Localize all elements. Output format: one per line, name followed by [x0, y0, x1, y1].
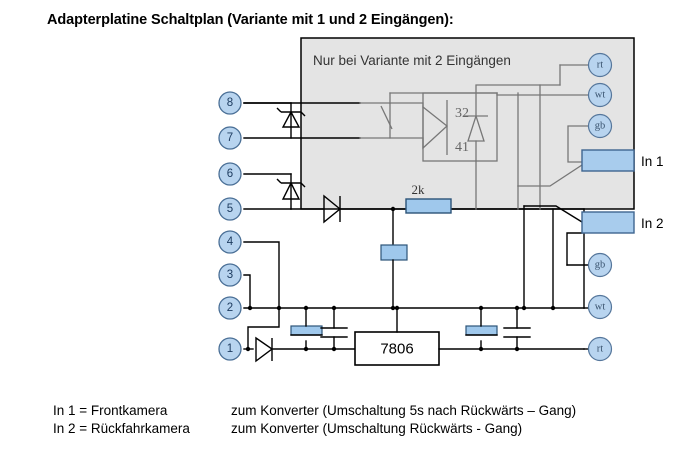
opto-pin-41-label: 41 [455, 140, 469, 155]
junction-dot [303, 346, 309, 352]
zener-diode-2-body [281, 181, 301, 200]
resistor-2k-label: 2k [412, 182, 426, 197]
two-input-variant-region [300, 37, 635, 210]
wire-terminal-gb-in2-label: gb [595, 260, 606, 271]
switch-blade [380, 105, 393, 130]
page-title: Adapterplatine Schaltplan (Variante mit … [47, 12, 454, 28]
wire-gb-in2-feed [566, 232, 589, 266]
resistor-2k [405, 198, 452, 214]
junction-dot [478, 305, 484, 311]
wire-terminal-rt-in2-label: rt [597, 344, 603, 355]
wire-terminal-wt-in1-label: wt [595, 90, 606, 101]
regulator-7806-label: 7806 [380, 341, 413, 358]
legend-in2-key: In 2 = Rückfahrkamera [53, 421, 190, 436]
input-pin-2[interactable]: 2 [218, 296, 242, 320]
wire-terminal-wt-in2[interactable]: wt [587, 294, 613, 320]
wire-terminal-wt-in1[interactable]: wt [587, 82, 613, 108]
input-pin-2-label: 2 [227, 302, 233, 314]
junction-dot [245, 346, 251, 352]
input-pin-6[interactable]: 6 [218, 162, 242, 186]
legend-in2-value: zum Konverter (Umschaltung Rückwärts - G… [231, 421, 523, 436]
junction-dot [390, 206, 396, 212]
input-pin-4[interactable]: 4 [218, 230, 242, 254]
legend-in1-key: In 1 = Frontkamera [53, 403, 168, 418]
input-pin-5-label: 5 [227, 203, 233, 215]
input-pin-3[interactable]: 3 [218, 263, 242, 287]
wire-terminal-rt-in1[interactable]: rt [587, 52, 613, 78]
wire-terminal-gb-in1-label: gb [595, 121, 606, 132]
wire-wt-feed [496, 92, 589, 96]
input-pin-1-label: 1 [227, 343, 233, 355]
connector-in1[interactable] [581, 149, 635, 172]
wire-in1-diag [517, 164, 583, 187]
junction-dot [478, 346, 484, 352]
connector-in2[interactable] [581, 211, 635, 234]
legend-row-in2: In 2 = Rückfahrkamera zum Konverter (Ums… [53, 420, 576, 438]
input-pin-8[interactable]: 8 [218, 91, 242, 115]
input-pin-3-label: 3 [227, 269, 233, 281]
junction-dot [514, 305, 520, 311]
input-pin-5[interactable]: 5 [218, 197, 242, 221]
input-pin-6-label: 6 [227, 168, 233, 180]
wire-pin4-down [247, 307, 280, 350]
junction-dot [247, 305, 253, 311]
wire-terminal-gb-in1[interactable]: gb [587, 113, 613, 139]
zener-diode-1-tick-r [300, 111, 306, 117]
zener-diode-2-tick-l [276, 178, 282, 184]
wire-opto-up-right [475, 84, 561, 94]
junction-dot [514, 346, 520, 352]
wire-opto-in-bottom [389, 137, 424, 149]
capacitor-mid [380, 244, 408, 261]
wire-terminal-rt-in1-label: rt [597, 60, 603, 71]
junction-dot [521, 305, 527, 311]
wire-pin3 [243, 274, 251, 309]
opto-pin-32-label: 32 [455, 106, 469, 121]
junction-dot [303, 305, 309, 311]
wire-in2-diag [523, 205, 583, 223]
wire-terminal-rt-in2[interactable]: rt [587, 336, 613, 362]
wire-pin4 [243, 241, 280, 309]
connector-in2-label: In 2 [641, 216, 664, 231]
pin1-diode-body [255, 336, 274, 363]
zener-diode-2-tick-r [300, 182, 306, 188]
legend: In 1 = Frontkamera zum Konverter (Umscha… [53, 402, 576, 438]
series-diode-body [323, 194, 342, 224]
wire-terminal-wt-in2-label: wt [595, 302, 606, 313]
junction-dot [394, 305, 400, 311]
junction-dot [276, 305, 282, 311]
wire-opto-in-top [389, 102, 424, 108]
wire-gb-in1-feed [567, 125, 589, 163]
input-pin-1[interactable]: 1 [218, 337, 242, 361]
junction-dot [331, 305, 337, 311]
two-input-variant-note: Nur bei Variante mit 2 Eingängen [313, 53, 511, 68]
capacitor-output-electrolytic [465, 325, 498, 336]
opto-emitter-triangle [422, 105, 449, 150]
legend-in1-value: zum Konverter (Umschaltung 5s nach Rückw… [231, 403, 577, 418]
junction-dot [550, 305, 556, 311]
zener-diode-1-tick-l [276, 107, 282, 113]
input-pin-7-label: 7 [227, 132, 233, 144]
junction-dot [331, 346, 337, 352]
legend-row-in1: In 1 = Frontkamera zum Konverter (Umscha… [53, 402, 576, 420]
junction-dot [390, 305, 396, 311]
input-pin-8-label: 8 [227, 97, 233, 109]
input-pin-4-label: 4 [227, 236, 234, 248]
input-pin-7[interactable]: 7 [218, 126, 242, 150]
zener-diode-1-body [281, 110, 301, 128]
connector-in1-label: In 1 [641, 154, 664, 169]
capacitor-input-electrolytic [290, 325, 323, 336]
wire-terminal-gb-in2[interactable]: gb [587, 252, 613, 278]
